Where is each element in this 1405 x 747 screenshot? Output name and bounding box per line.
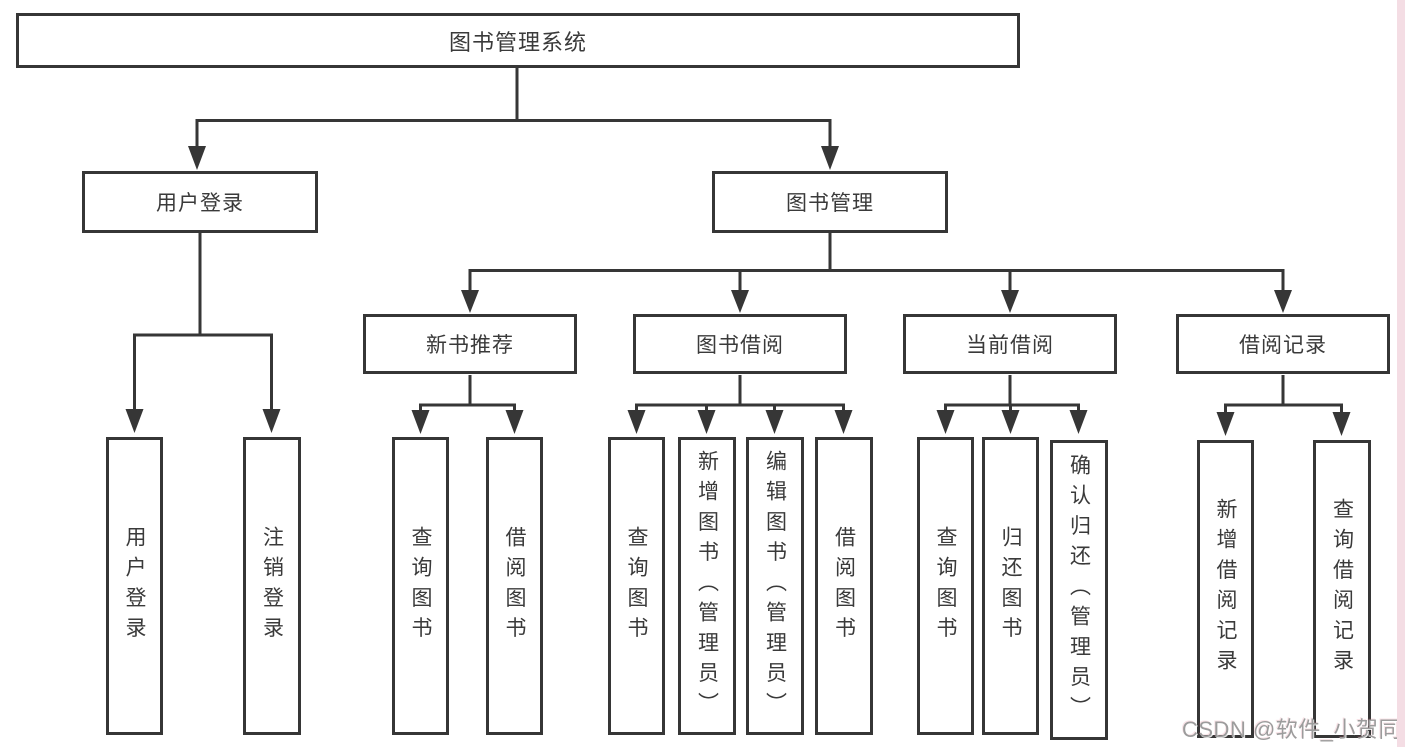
leaf-label: 确认归还（管理员） [1067, 453, 1091, 727]
leaf-query-books-current: 查询图书 [917, 437, 974, 735]
leaf-confirm-return-admin: 确认归还（管理员） [1050, 440, 1108, 740]
leaf-edit-books-admin: 编辑图书（管理员） [746, 437, 804, 735]
node-label: 图书借阅 [696, 334, 784, 357]
leaf-add-borrow-record: 新增借阅记录 [1197, 440, 1254, 738]
node-book-management: 图书管理 [712, 171, 948, 233]
leaf-label: 编辑图书（管理员） [763, 449, 787, 723]
node-current-borrowing: 当前借阅 [903, 314, 1117, 374]
leaf-label: 用户登录 [123, 525, 146, 647]
leaf-borrow-books-recommend: 借阅图书 [486, 437, 543, 735]
leaf-return-books: 归还图书 [982, 437, 1039, 735]
leaf-label: 新增图书（管理员） [695, 449, 719, 723]
leaf-label: 借阅图书 [832, 525, 856, 647]
node-label: 当前借阅 [966, 334, 1054, 357]
arrowhead [834, 410, 853, 434]
leaf-user-login: 用户登录 [106, 437, 163, 735]
arrowhead [627, 410, 646, 434]
leaf-logout: 注销登录 [243, 437, 301, 735]
node-new-book-recommendation: 新书推荐 [363, 314, 577, 374]
arrowheads [125, 146, 1351, 436]
arrowhead [461, 290, 479, 313]
node-label: 图书管理 [786, 192, 874, 215]
leaf-label: 查询图书 [934, 525, 957, 647]
pink-edge-strip [1397, 0, 1405, 747]
leaf-label: 注销登录 [260, 525, 284, 647]
arrowhead [262, 409, 281, 433]
leaf-borrow-books: 借阅图书 [815, 437, 873, 735]
arrowhead [765, 410, 784, 434]
arrowhead [731, 290, 749, 313]
leaf-add-books-admin: 新增图书（管理员） [678, 437, 736, 735]
node-label: 用户登录 [156, 192, 244, 215]
arrowhead [125, 409, 144, 433]
arrowhead [697, 410, 716, 434]
leaf-query-books-borrow: 查询图书 [608, 437, 665, 735]
leaf-label: 查询图书 [625, 525, 648, 647]
arrowhead [821, 146, 839, 170]
tree-edges [133, 67, 1343, 416]
arrowhead [505, 410, 524, 434]
leaf-label: 查询借阅记录 [1330, 498, 1354, 680]
leaf-query-borrow-record: 查询借阅记录 [1313, 440, 1371, 738]
arrowhead [1001, 290, 1019, 313]
node-label: 借阅记录 [1239, 334, 1327, 357]
leaf-label: 归还图书 [999, 525, 1022, 647]
node-borrowing-records: 借阅记录 [1176, 314, 1390, 374]
arrowhead [411, 410, 430, 434]
node-library-management-system: 图书管理系统 [16, 13, 1020, 68]
leaf-query-books-recommend: 查询图书 [392, 437, 449, 735]
node-book-borrowing: 图书借阅 [633, 314, 847, 374]
node-user-login: 用户登录 [82, 171, 318, 233]
arrowhead [1332, 412, 1351, 436]
arrowhead [188, 146, 206, 170]
node-label: 图书管理系统 [448, 29, 587, 55]
arrowhead [1216, 412, 1235, 436]
arrowhead [1274, 290, 1292, 313]
arrowhead [1001, 410, 1020, 434]
arrowhead [1069, 410, 1088, 434]
csdn-watermark: CSDN @软件_小贺同学 [1182, 717, 1405, 742]
node-label: 新书推荐 [426, 334, 514, 357]
leaf-label: 新增借阅记录 [1214, 498, 1237, 680]
arrowhead [936, 410, 955, 434]
leaf-label: 查询图书 [409, 525, 432, 647]
leaf-label: 借阅图书 [503, 525, 526, 647]
